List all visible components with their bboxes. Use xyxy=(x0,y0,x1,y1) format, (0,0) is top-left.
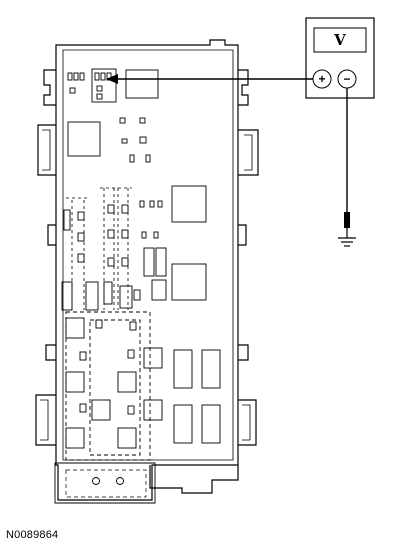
diagnostic-connector xyxy=(67,68,159,103)
mini-fuses xyxy=(61,204,133,311)
relay-block-upper xyxy=(67,117,207,301)
voltmeter xyxy=(305,17,375,99)
voltmeter-display-label: V xyxy=(333,31,346,49)
fuse-box-housing xyxy=(35,39,259,504)
relay-block-lower xyxy=(65,311,221,461)
figure-reference: N0089864 xyxy=(6,529,59,541)
negative-test-lead xyxy=(344,88,350,238)
negative-symbol: − xyxy=(343,72,350,86)
positive-symbol: + xyxy=(318,72,325,86)
ground-icon xyxy=(338,237,356,247)
probe-arrowhead xyxy=(106,74,118,84)
